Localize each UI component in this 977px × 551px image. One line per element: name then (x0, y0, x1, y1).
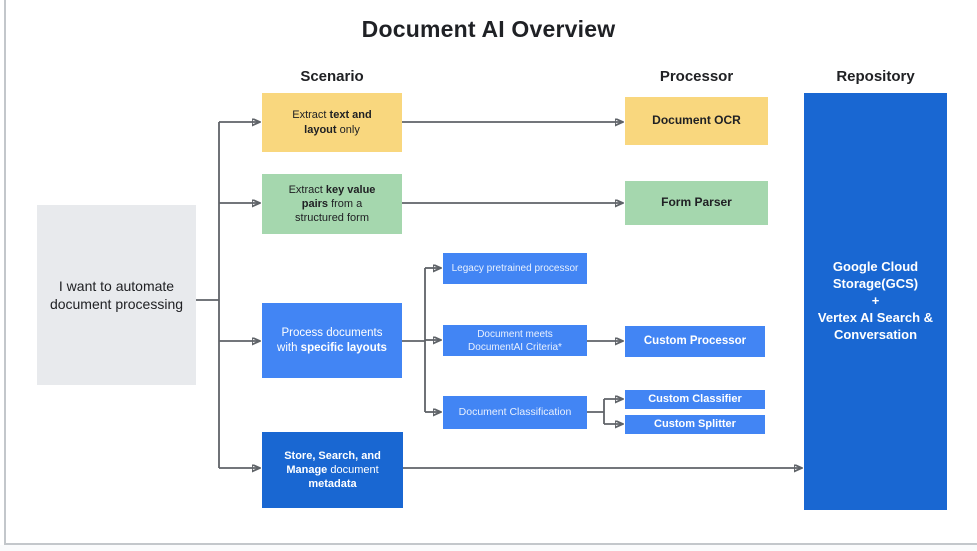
processor-form-parser: Form Parser (625, 181, 768, 225)
frame-left-border (4, 0, 6, 543)
option-documentai-criteria: Document meets DocumentAI Criteria* (443, 325, 587, 356)
processor-custom-processor: Custom Processor (625, 326, 765, 357)
option-legacy-pretrained-label: Legacy pretrained processor (451, 263, 579, 274)
scenario-store-search-manage: Store, Search, and Manage document metad… (262, 432, 403, 508)
column-header-repository: Repository (836, 68, 915, 85)
scenario-specific-layouts: Process documents with specific layouts (262, 303, 402, 378)
frame-below-strip (0, 545, 977, 551)
scenario-store-search-manage-label: Store, Search, and Manage document metad… (284, 449, 381, 491)
option-documentai-criteria-label: Document meets DocumentAI Criteria* (468, 328, 562, 353)
processor-form-parser-label: Form Parser (661, 195, 732, 210)
column-header-scenario: Scenario (300, 68, 364, 85)
scenario-extract-text-layout-label: Extract text and layout only (292, 109, 372, 136)
scenario-extract-key-value: Extract key value pairs from a structure… (262, 174, 402, 234)
processor-custom-classifier: Custom Classifier (625, 390, 765, 409)
start-node: I want to automate document processing (37, 205, 196, 385)
option-document-classification-label: Document Classification (458, 405, 572, 418)
processor-custom-processor-label: Custom Processor (643, 335, 747, 348)
diagram-title: Document AI Overview (361, 16, 616, 42)
processor-document-ocr: Document OCR (625, 97, 768, 145)
processor-document-ocr-label: Document OCR (652, 113, 741, 128)
scenario-extract-text-layout: Extract text and layout only (262, 93, 402, 152)
scenario-specific-layouts-label: Process documents with specific layouts (277, 326, 387, 354)
repository-node: Google Cloud Storage(GCS)+Vertex AI Sear… (804, 93, 947, 510)
frame-bottom-border (4, 543, 977, 545)
processor-custom-splitter-label: Custom Splitter (654, 418, 736, 431)
column-header-processor: Processor (659, 68, 734, 85)
scenario-extract-key-value-label: Extract key value pairs from a structure… (288, 183, 376, 225)
option-document-classification: Document Classification (443, 396, 587, 429)
processor-custom-splitter: Custom Splitter (625, 415, 765, 434)
option-legacy-pretrained: Legacy pretrained processor (443, 253, 587, 284)
start-node-label: I want to automate document processing (49, 277, 184, 312)
processor-custom-classifier-label: Custom Classifier (648, 393, 742, 406)
